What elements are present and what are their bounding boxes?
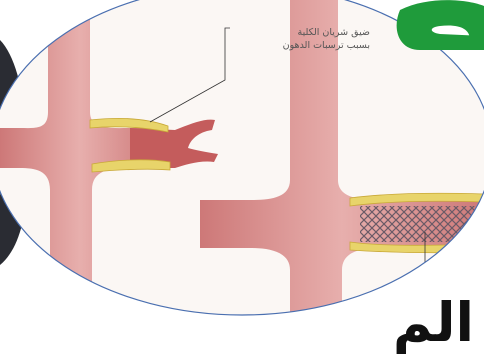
- caption-line-1: ضيق شريان الكلية: [230, 26, 370, 39]
- caption-line-2: بسبب ترسبات الدهون: [230, 39, 370, 52]
- artery-caption: ضيق شريان الكلية بسبب ترسبات الدهون: [230, 26, 370, 52]
- illustration-stage: ضيق شريان الكلية بسبب ترسبات الدهون الم: [0, 0, 484, 324]
- headline-fragment: الم: [393, 296, 474, 350]
- logo-icon: [397, 0, 484, 50]
